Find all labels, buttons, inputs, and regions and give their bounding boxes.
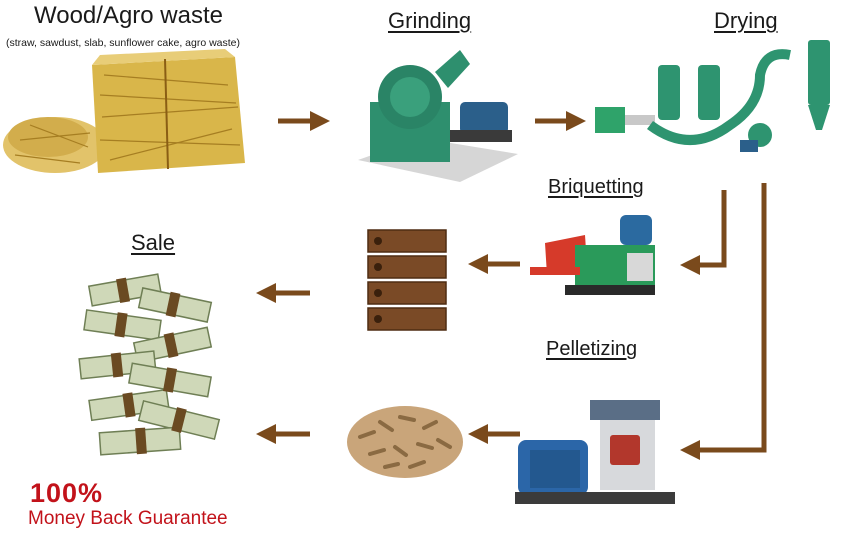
drying-title: Drying (714, 8, 778, 33)
sale-title: Sale (131, 230, 176, 255)
dryer-machine-image (595, 40, 830, 152)
arrow-drying-to-briquetting (680, 190, 727, 275)
briquettes-image (367, 229, 447, 331)
pelletizing-title: Pelletizing (546, 338, 638, 360)
guarantee-text: Money Back Guarantee (28, 508, 228, 529)
grinder-machine-image (358, 50, 518, 182)
money-stack-image (78, 273, 221, 456)
wood-agro-waste-subtitle: (straw, sawdust, slab, sunflower cake, a… (6, 37, 241, 49)
straw-bale-image (3, 49, 245, 173)
grinding-title: Grinding (388, 8, 472, 33)
pellets-image (347, 406, 463, 478)
arrow-drying-to-pelletizing (680, 183, 767, 460)
guarantee-percent: 100% (30, 478, 104, 508)
briquetting-title: Briquetting (548, 176, 644, 198)
briquette-press-image (530, 215, 655, 295)
wood-agro-waste-title: Wood/Agro waste (34, 2, 223, 29)
pellet-mill-image (515, 400, 675, 504)
